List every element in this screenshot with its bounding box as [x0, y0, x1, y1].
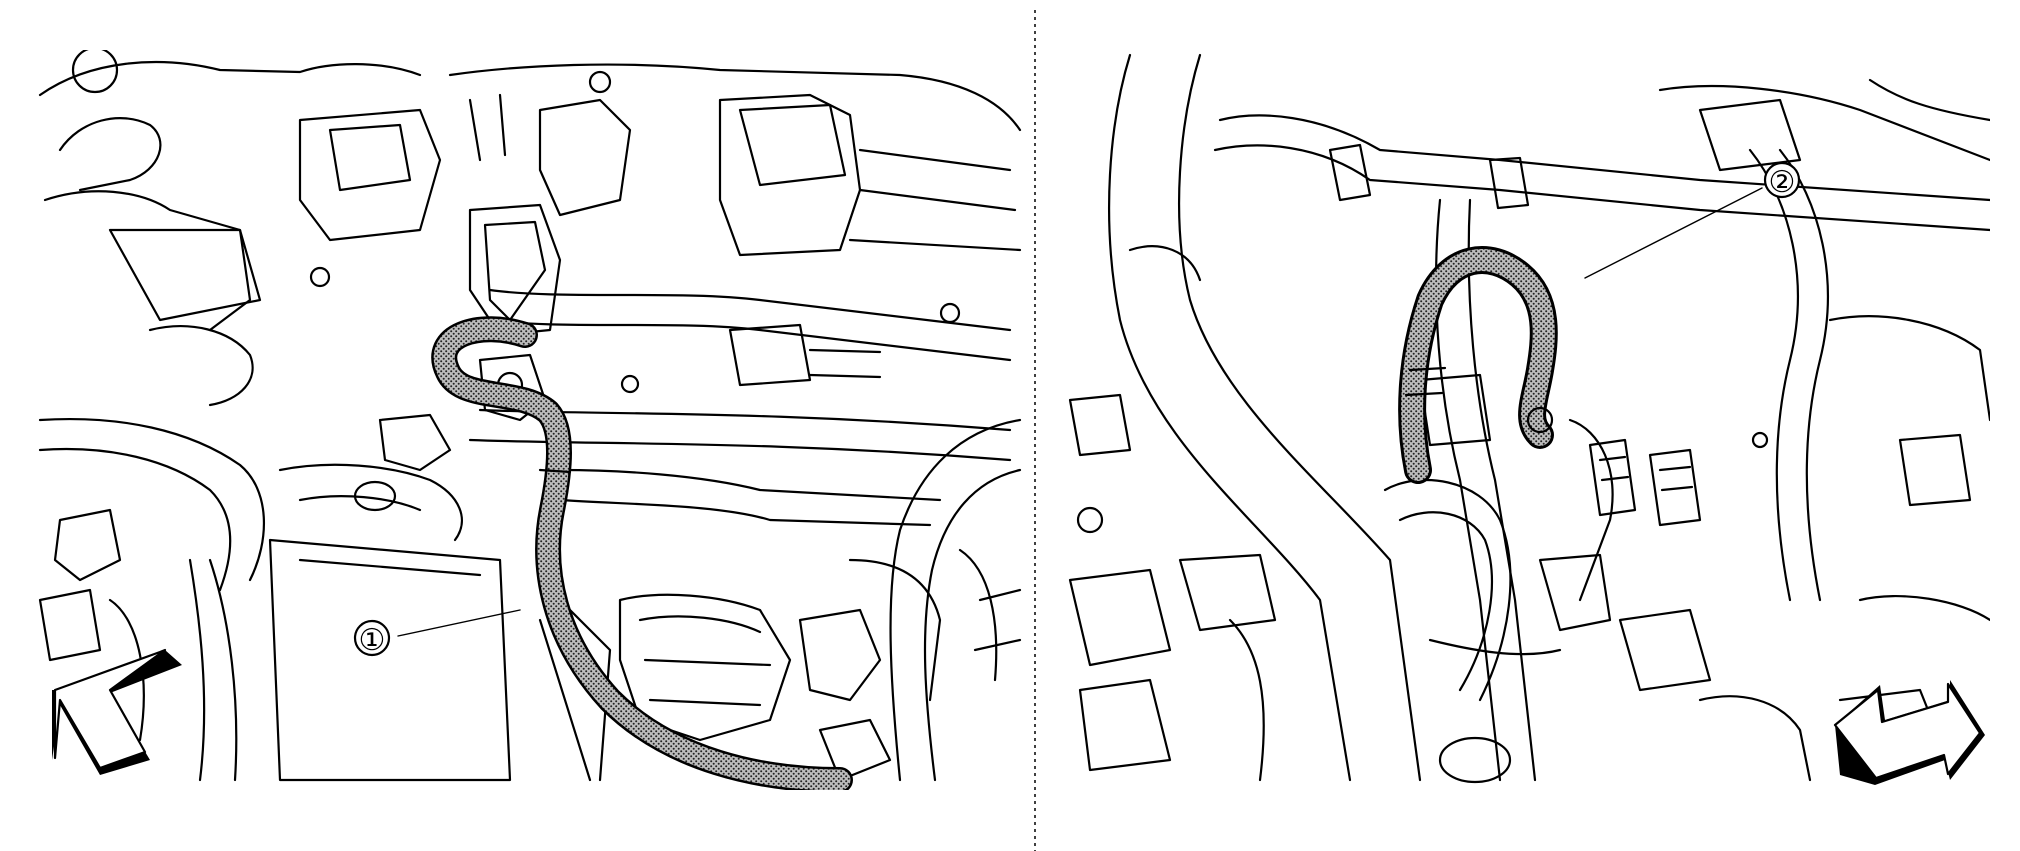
- callout-1: ①: [353, 619, 391, 657]
- callout-1-leader: [397, 609, 521, 637]
- front-direction-arrow-icon: [1833, 680, 1985, 785]
- hose-1-highlight: [433, 318, 851, 790]
- callout-1-label: ①: [359, 624, 386, 657]
- front-direction-arrow-icon: [52, 648, 182, 775]
- callout-2: ②: [1763, 161, 1801, 199]
- right-panel: [1068, 53, 1990, 784]
- hose-2-highlight: [1401, 249, 1555, 481]
- callout-2-leader: [1584, 187, 1763, 279]
- left-panel: [38, 50, 1022, 790]
- callout-2-label: ②: [1769, 166, 1796, 199]
